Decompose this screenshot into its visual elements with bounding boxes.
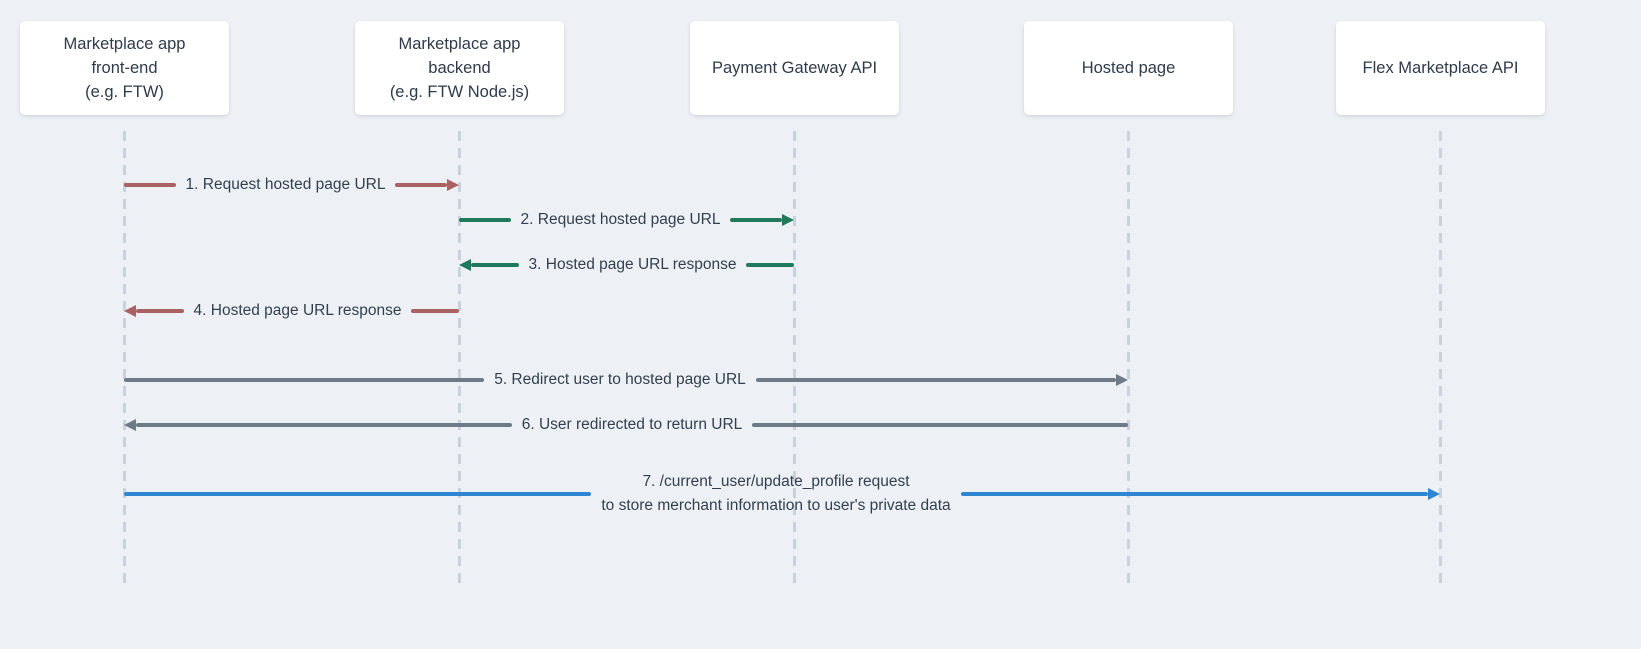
message-label-line: to store merchant information to user's … bbox=[601, 497, 951, 514]
arrow-line bbox=[124, 378, 485, 382]
participant-label-line: Hosted page bbox=[1081, 59, 1176, 77]
message-label-line: 7. /current_user/update_profile request bbox=[642, 473, 910, 490]
lifeline-hosted-page bbox=[1127, 131, 1130, 590]
arrow-line bbox=[459, 218, 511, 222]
message-label: 5. Redirect user to hosted page URL bbox=[494, 371, 746, 388]
arrow-line bbox=[411, 309, 460, 313]
arrowhead-right-icon bbox=[447, 179, 460, 191]
arrow-line bbox=[471, 263, 519, 267]
message-arrow-5: 5. Redirect user to hosted page URL bbox=[124, 368, 1128, 392]
lifeline-flex-marketplace-api bbox=[1439, 131, 1442, 590]
participant-flex-marketplace-api: Flex Marketplace API bbox=[1336, 21, 1545, 115]
arrow-line bbox=[755, 378, 1116, 382]
arrowhead-right-icon bbox=[1428, 488, 1441, 500]
lifeline-backend bbox=[458, 131, 461, 590]
participant-frontend: Marketplace app front-end (e.g. FTW) bbox=[20, 21, 229, 115]
message-arrow-4: 4. Hosted page URL response bbox=[124, 299, 460, 323]
arrow-line bbox=[960, 492, 1429, 496]
arrowhead-left-icon bbox=[459, 259, 471, 271]
message-arrow-6: 6. User redirected to return URL bbox=[124, 413, 1129, 437]
arrow-line bbox=[124, 492, 592, 496]
participant-payment-gateway-api: Payment Gateway API bbox=[690, 21, 899, 115]
participant-label-line: (e.g. FTW Node.js) bbox=[389, 83, 530, 101]
message-label: 4. Hosted page URL response bbox=[193, 302, 402, 319]
participant-label-line: Flex Marketplace API bbox=[1362, 59, 1519, 77]
arrowhead-right-icon bbox=[782, 214, 795, 226]
message-label: 7. /current_user/update_profile request … bbox=[591, 470, 960, 518]
arrow-line bbox=[136, 309, 184, 313]
message-label: 3. Hosted page URL response bbox=[528, 256, 737, 273]
arrowhead-left-icon bbox=[124, 305, 136, 317]
lifeline-frontend bbox=[123, 131, 126, 590]
message-arrow-2: 2. Request hosted page URL bbox=[459, 208, 795, 232]
message-arrow-1: 1. Request hosted page URL bbox=[124, 173, 460, 197]
participant-label-line: Payment Gateway API bbox=[711, 59, 878, 77]
participant-label-line: Marketplace app bbox=[63, 35, 186, 53]
message-arrow-3: 3. Hosted page URL response bbox=[459, 253, 795, 277]
arrow-line bbox=[730, 218, 783, 222]
arrow-line bbox=[124, 183, 176, 187]
arrow-line bbox=[136, 423, 512, 427]
participant-hosted-page: Hosted page bbox=[1024, 21, 1233, 115]
lifeline-payment-gateway-api bbox=[793, 131, 796, 590]
message-label: 1. Request hosted page URL bbox=[185, 176, 386, 193]
participant-backend: Marketplace app backend (e.g. FTW Node.j… bbox=[355, 21, 564, 115]
arrow-line bbox=[752, 423, 1129, 427]
arrow-line bbox=[746, 263, 795, 267]
message-label: 2. Request hosted page URL bbox=[520, 211, 721, 228]
arrowhead-left-icon bbox=[124, 419, 136, 431]
arrow-line bbox=[395, 183, 448, 187]
message-arrow-7: 7. /current_user/update_profile request … bbox=[124, 470, 1441, 518]
participant-label-line: Marketplace app bbox=[398, 35, 521, 53]
participant-label-line: (e.g. FTW) bbox=[85, 83, 164, 101]
message-label: 6. User redirected to return URL bbox=[521, 416, 743, 433]
participant-label-line: front-end bbox=[91, 59, 158, 77]
arrowhead-right-icon bbox=[1116, 374, 1128, 386]
participant-label-line: backend bbox=[428, 59, 491, 77]
